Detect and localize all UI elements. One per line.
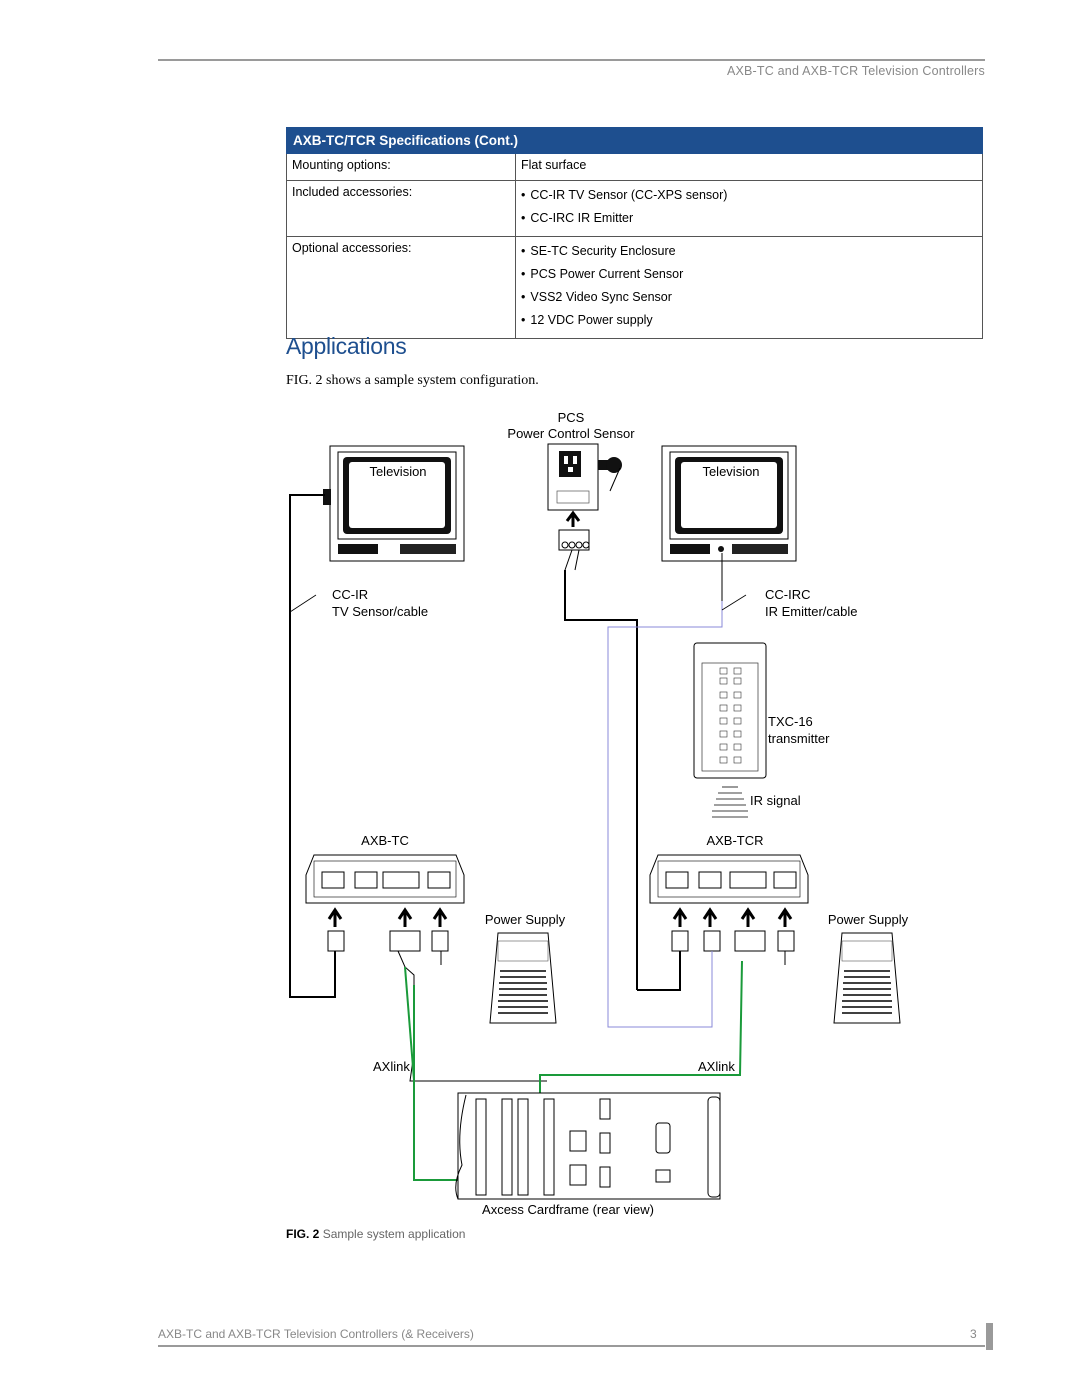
television-left [329,445,465,562]
axbtcr-device [649,854,809,904]
cardframe-label: Axcess Cardframe (rear view) [482,1202,654,1217]
ir-signal-icon [712,786,748,818]
ccir-cable [289,494,336,998]
footer-tab [986,1323,993,1350]
arrow-icon [327,907,448,927]
ccirc-label: CC-IRC [765,587,811,602]
axbtc-device [305,854,465,904]
system-diagram: PCS Power Control Sensor Television [289,410,909,1217]
table-title: AXB-TC/TCR Specifications (Cont.) [286,127,983,154]
list-item: 12 VDC Power supply [521,309,977,332]
footer-title: AXB-TC and AXB-TCR Television Controller… [158,1327,474,1341]
pcs-cable [564,570,638,990]
figure-caption: FIG. 2 Sample system application [286,1227,465,1241]
pcs-device [547,443,622,511]
ccirc-sub-label: IR Emitter/cable [765,604,857,619]
specifications-table: AXB-TC/TCR Specifications (Cont.) Mounti… [286,127,983,339]
arrow-icon [565,510,581,527]
ccir-sub-label: TV Sensor/cable [332,604,428,619]
axbtc-label: AXB-TC [361,833,409,848]
ccir-label: CC-IR [332,587,368,602]
list-item: VSS2 Video Sync Sensor [521,286,977,309]
power-supply-left [489,932,557,1024]
television-right [661,445,797,562]
running-header: AXB-TC and AXB-TCR Television Controller… [726,64,985,78]
arrow-icon [672,907,793,927]
list-item: SE-TC Security Enclosure [521,240,977,263]
pcs-connector [558,529,590,551]
footer-rule [158,1345,985,1347]
row-value: Flat surface [515,153,983,181]
axbtcr-connectors [671,930,795,952]
ir-signal-label: IR signal [750,793,801,808]
tv-right-label: Television [702,464,759,479]
figure-number: FIG. 2 [286,1227,320,1241]
figure-caption-text: Sample system application [322,1227,466,1241]
row-label: Mounting options: [286,153,516,181]
power-supply-left-label: Power Supply [485,912,566,927]
axlink-right-label: AXlink [698,1059,735,1074]
row-label: Optional accessories: [286,236,516,339]
page-number: 3 [970,1327,977,1341]
axlink-left-label: AXlink [373,1059,410,1074]
ir-sensor-icon [323,489,331,505]
table-row: Mounting options: Flat surface [286,153,983,181]
list-item: PCS Power Current Sensor [521,263,977,286]
pcs-label: PCS [558,410,585,425]
table-row: Included accessories: CC-IR TV Sensor (C… [286,180,983,237]
power-supply-right [833,932,901,1024]
list-item: CC-IR TV Sensor (CC-XPS sensor) [521,184,977,207]
txc16-label: TXC-16 [768,714,813,729]
intro-text: FIG. 2 shows a sample system configurati… [286,373,539,388]
list-item: CC-IRC IR Emitter [521,207,977,230]
axcess-cardframe [455,1092,721,1200]
axbtcr-label: AXB-TCR [706,833,763,848]
txc16-sub-label: transmitter [768,731,830,746]
axbtc-connectors [327,930,449,952]
pcs-sub-label: Power Control Sensor [507,426,635,441]
table-row: Optional accessories: SE-TC Security Enc… [286,236,983,339]
ir-emitter-cable [607,601,723,1028]
tv-left-label: Television [369,464,426,479]
section-title: Applications [286,333,407,359]
header-rule [158,59,985,61]
power-supply-right-label: Power Supply [828,912,909,927]
row-label: Included accessories: [286,180,516,237]
txc16-transmitter [693,642,767,779]
